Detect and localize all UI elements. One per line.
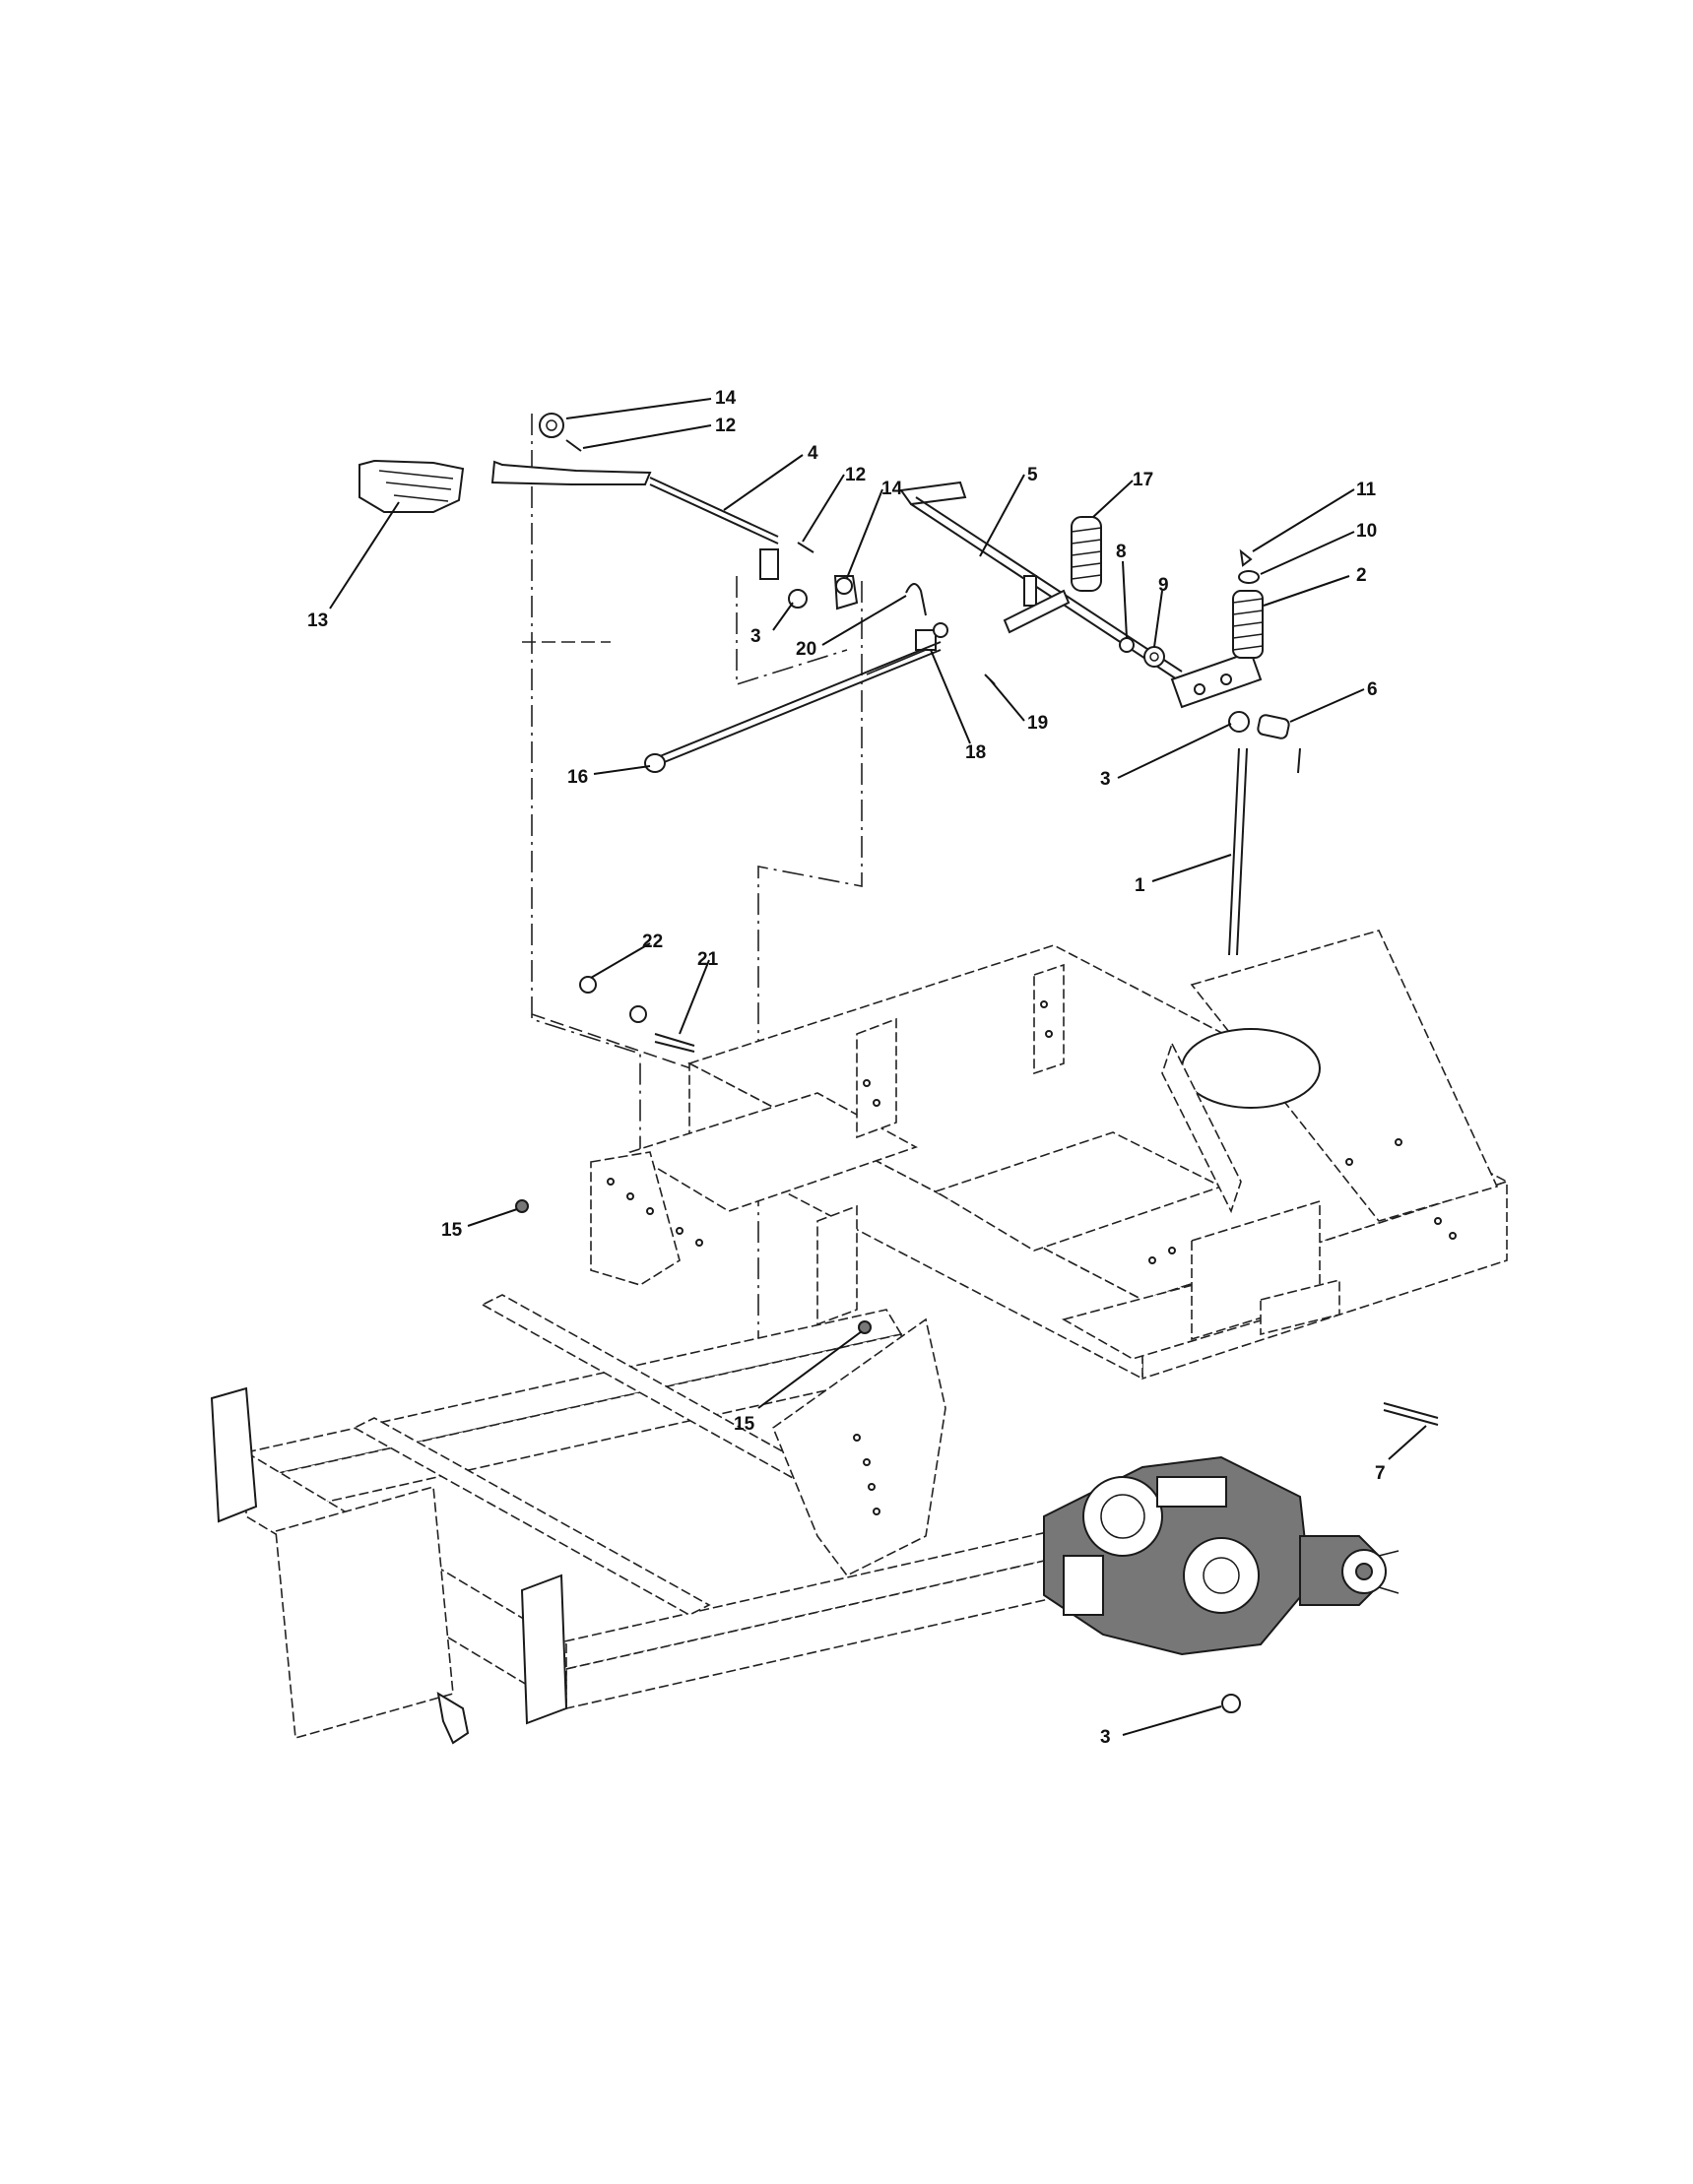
callout-17: 17 <box>1133 470 1153 490</box>
transaxle <box>1043 1455 1400 1656</box>
callout-22: 22 <box>642 931 663 952</box>
linkage-parts <box>358 413 1439 1713</box>
callout-21: 21 <box>697 949 719 970</box>
leader-lines <box>329 398 1427 1736</box>
callout-2: 2 <box>1356 565 1367 586</box>
callout-7: 7 <box>1375 1463 1386 1484</box>
frame-holes <box>607 1000 1457 1515</box>
callout-8: 8 <box>1116 542 1127 562</box>
callout-9: 9 <box>1158 575 1169 596</box>
part-13-knob <box>358 459 465 513</box>
chassis-frame <box>210 930 1510 1745</box>
callout-6: 6 <box>1367 679 1378 700</box>
callout-15: 15 <box>441 1220 463 1241</box>
callout-14: 14 <box>881 479 903 499</box>
callout-3: 3 <box>1100 769 1111 790</box>
callout-5: 5 <box>1027 465 1038 485</box>
part-3-nut-b <box>1228 711 1250 733</box>
callout-20: 20 <box>796 639 816 660</box>
callout-4: 4 <box>808 443 818 464</box>
part-22-nut <box>579 976 597 994</box>
callout-18: 18 <box>965 742 986 763</box>
callout-15: 15 <box>734 1414 755 1435</box>
part-4-lever <box>490 460 652 485</box>
callout-13: 13 <box>307 610 328 631</box>
callout-11: 11 <box>1356 480 1377 500</box>
callout-1: 1 <box>1135 875 1145 896</box>
callout-12: 12 <box>845 465 866 485</box>
part-21-bolt <box>654 1033 695 1047</box>
part-14-nut-top <box>539 413 564 438</box>
part-7-bolt <box>1383 1402 1439 1419</box>
callout-10: 10 <box>1356 521 1377 542</box>
callout-3: 3 <box>750 626 761 647</box>
callout-3: 3 <box>1100 1727 1111 1748</box>
callout-labels: 14 12 4 12 14 5 17 11 10 8 9 2 13 3 20 1… <box>307 388 1386 1748</box>
part-16-rod <box>659 641 942 757</box>
part-6-spacer <box>1257 714 1290 739</box>
callout-19: 19 <box>1027 713 1048 734</box>
callout-14: 14 <box>715 388 737 409</box>
part-1-rod <box>1228 747 1240 956</box>
callout-16: 16 <box>567 767 588 788</box>
callout-12: 12 <box>715 416 736 436</box>
reference-lines <box>522 414 863 1379</box>
part-3-nut-c <box>1221 1694 1241 1713</box>
part-5-shaft <box>899 481 967 506</box>
